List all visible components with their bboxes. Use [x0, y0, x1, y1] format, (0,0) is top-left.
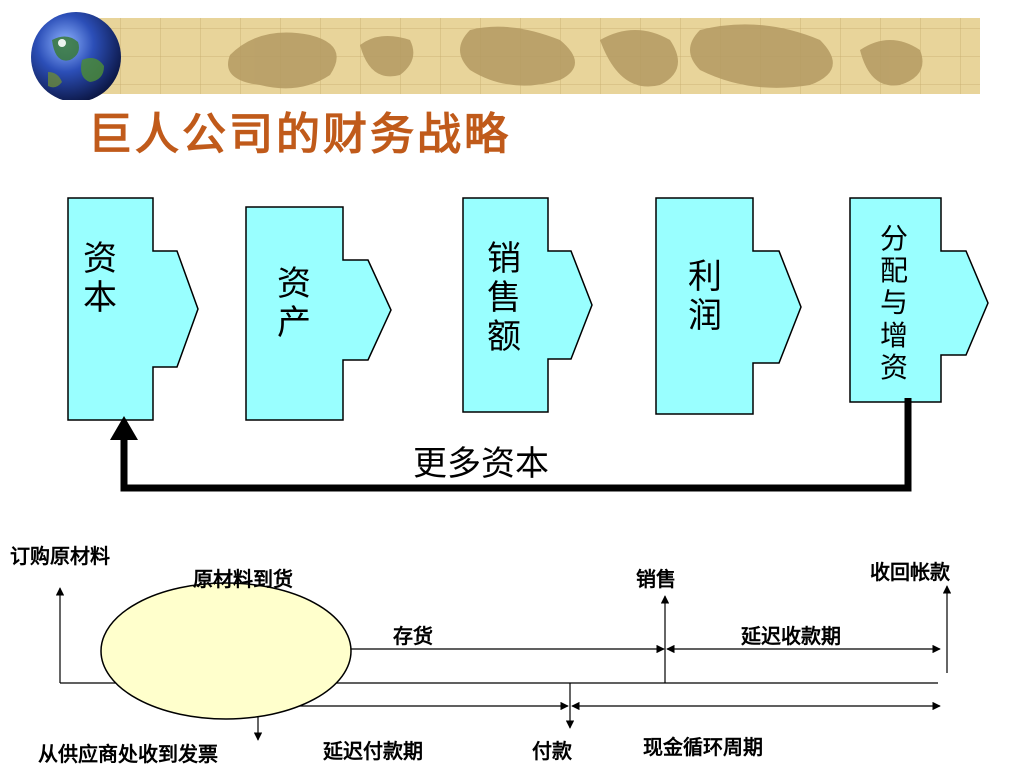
box-label-distribution: 分配与增资: [880, 222, 909, 384]
feedback-label: 更多资本: [413, 444, 549, 484]
map-banner: [31, 12, 980, 100]
label-sales: 销售: [636, 567, 676, 591]
label-delayed-collection: 延迟收款期: [741, 624, 841, 648]
label-order-materials: 订购原材料: [10, 544, 110, 568]
globe-icon: [31, 12, 121, 100]
feedback-arrow: [110, 398, 912, 492]
label-materials-arrive: 原材料到货: [193, 567, 293, 591]
label-cash-cycle: 现金循环周期: [643, 735, 763, 759]
flow-box-assets: [245, 206, 392, 421]
flow-box-sales: [462, 197, 593, 413]
label-receive-invoice: 从供应商处收到发票: [38, 742, 218, 766]
flow-box-profit: [655, 197, 802, 415]
box-label-capital: 资本: [83, 239, 117, 319]
label-inventory: 存货: [393, 624, 433, 648]
label-payment: 付款: [532, 739, 572, 763]
flow-box-distribution: [849, 197, 989, 403]
label-delayed-payment: 延迟付款期: [323, 739, 423, 763]
box-label-sales: 销售额: [487, 239, 521, 358]
box-label-assets: 资产: [277, 264, 311, 344]
label-collect-receivables: 收回帐款: [870, 560, 950, 584]
materials-ellipse: [100, 582, 352, 720]
page-title: 巨人公司的财务战略: [88, 109, 511, 160]
box-label-profit: 利润: [688, 257, 722, 337]
flow-box-capital: [67, 197, 199, 421]
